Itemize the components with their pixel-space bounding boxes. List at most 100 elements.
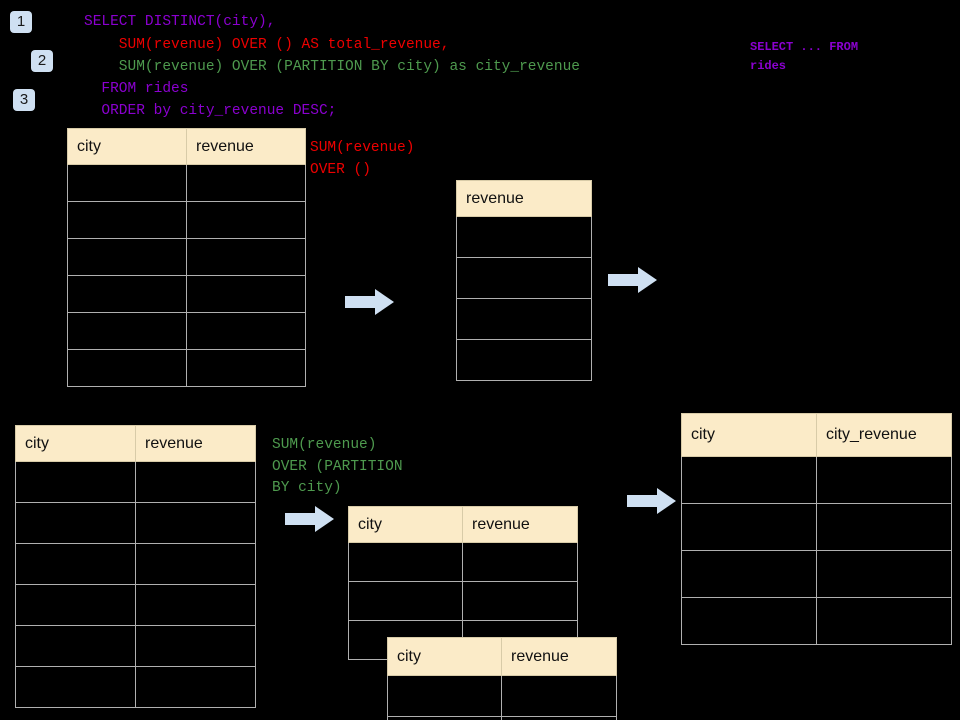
step-badge-1: 1 [10, 11, 32, 33]
column-header-revenue: revenue [456, 180, 592, 217]
column-header-city: city [348, 506, 463, 543]
table-cell [456, 216, 592, 258]
sql-line-select-distinct: SELECT DISTINCT(city), [84, 14, 276, 30]
sql-line-total-revenue: SUM(revenue) OVER () AS total_revenue, [84, 37, 450, 53]
column-header-city_revenue: city_revenue [816, 413, 952, 457]
table-cell [135, 666, 256, 708]
table-cell [67, 275, 187, 313]
table-cell [456, 339, 592, 381]
table-cell [816, 550, 952, 598]
table-row [15, 543, 256, 585]
table-cell [462, 581, 578, 621]
table-cell [681, 550, 817, 598]
table-cell [681, 503, 817, 551]
step-badge-3: 3 [13, 89, 35, 111]
table-row [15, 461, 256, 503]
table-total-revenue-body: revenue [456, 180, 592, 381]
table-cell [15, 502, 136, 544]
table-cell [816, 456, 952, 504]
step-badge-2: 2 [31, 50, 53, 72]
table-cell [462, 542, 578, 582]
table-row [67, 201, 306, 239]
arrow-right-icon-4 [627, 487, 677, 520]
table-row [456, 257, 592, 299]
table-row [15, 502, 256, 544]
table-cell [186, 201, 306, 239]
arrow-right-icon-3 [285, 505, 335, 538]
table-cell [816, 597, 952, 645]
table-row [456, 298, 592, 340]
table-row [67, 349, 306, 387]
table-row [456, 216, 592, 258]
table-cell [135, 625, 256, 667]
column-header-city: city [67, 128, 187, 165]
table-cell [387, 716, 502, 720]
table-row [67, 164, 306, 202]
table-cell [348, 581, 463, 621]
column-header-revenue: revenue [186, 128, 306, 165]
table-row [387, 716, 617, 720]
table-cell [186, 238, 306, 276]
table-cell [186, 349, 306, 387]
table-cell [387, 675, 502, 717]
arrow-right-icon-1 [345, 288, 395, 321]
annotation-sum-over-partition: SUM(revenue) OVER (PARTITION BY city) [272, 437, 403, 496]
annotation-sum-over-empty: SUM(revenue) OVER () [310, 140, 415, 178]
table-cell [135, 543, 256, 585]
table-cell [135, 584, 256, 626]
table-cell [15, 461, 136, 503]
table-row [67, 238, 306, 276]
column-header-city: city [387, 637, 502, 676]
table-total-revenue: revenue [456, 180, 592, 381]
table-cell [67, 201, 187, 239]
table-cell [186, 275, 306, 313]
table-row [456, 339, 592, 381]
table-cell [501, 716, 617, 720]
table-cell [681, 597, 817, 645]
table-row [15, 625, 256, 667]
table-cell [456, 298, 592, 340]
column-header-revenue: revenue [135, 425, 256, 462]
table-cell [186, 164, 306, 202]
arrow-right-icon-2 [608, 266, 658, 299]
table-cell [501, 675, 617, 717]
sql-line-city-revenue: SUM(revenue) OVER (PARTITION BY city) as… [84, 59, 580, 75]
table-cell [67, 164, 187, 202]
table-row [681, 597, 952, 645]
table-row [15, 666, 256, 708]
table-cell [456, 257, 592, 299]
table-row [67, 312, 306, 350]
table-cell [348, 542, 463, 582]
table-cell [681, 456, 817, 504]
table-row [681, 503, 952, 551]
table-row [67, 275, 306, 313]
column-header-revenue: revenue [462, 506, 578, 543]
table-cell [186, 312, 306, 350]
table-row [348, 542, 578, 582]
table-cell [15, 666, 136, 708]
table-header-row: revenue [456, 180, 592, 217]
table-row [387, 675, 617, 717]
column-header-city: city [681, 413, 817, 457]
table-cell [67, 312, 187, 350]
sql-line-from-rides: FROM rides [84, 81, 189, 97]
table-cell [135, 461, 256, 503]
table-row [348, 581, 578, 621]
table-cell [15, 625, 136, 667]
table-row [15, 584, 256, 626]
table-cell [67, 349, 187, 387]
table-cell [67, 238, 187, 276]
